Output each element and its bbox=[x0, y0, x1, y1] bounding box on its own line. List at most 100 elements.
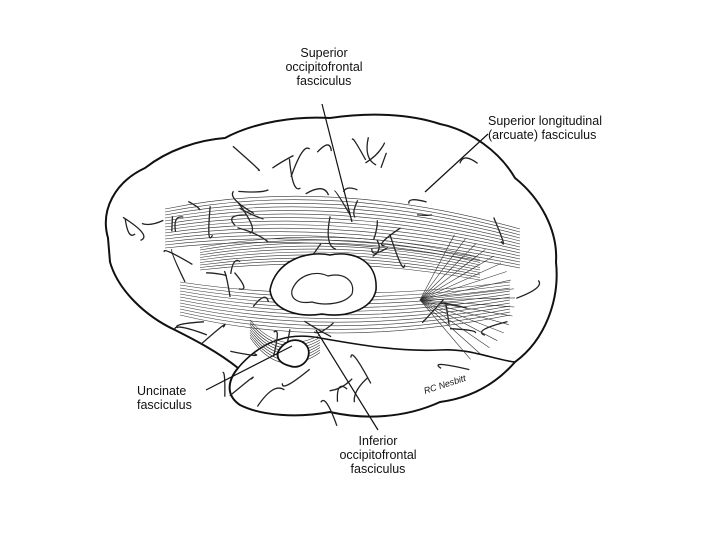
fiber-strand bbox=[164, 227, 521, 257]
leader-line-iof bbox=[315, 329, 379, 431]
fiber-strand bbox=[164, 195, 521, 230]
gyrus-sulcus bbox=[124, 218, 136, 236]
gyrus-sulcus bbox=[516, 279, 541, 299]
label-line: occipitofrontal bbox=[339, 448, 417, 462]
gyrus-sulcus bbox=[230, 350, 258, 357]
fiber-strand bbox=[164, 224, 521, 254]
gyrus-sulcus bbox=[288, 158, 301, 190]
gyrus-sulcus bbox=[231, 190, 255, 215]
gyrus-sulcus bbox=[222, 371, 226, 397]
fiber-strand bbox=[164, 210, 521, 242]
fiber-strand bbox=[419, 299, 509, 325]
fiber-strand bbox=[419, 271, 507, 301]
gyrus-sulcus bbox=[380, 152, 388, 169]
gyrus-sulcus bbox=[366, 137, 377, 166]
gyrus-sulcus bbox=[272, 154, 294, 169]
fiber-strand bbox=[164, 234, 521, 263]
gyrus-sulcus bbox=[200, 323, 226, 345]
gyrus-sulcus bbox=[381, 227, 401, 247]
fiber-strand bbox=[419, 263, 502, 301]
fiber-strand bbox=[164, 199, 521, 233]
leader-line-slf bbox=[424, 133, 489, 193]
fiber-strand bbox=[199, 239, 481, 261]
temporal-pole bbox=[276, 339, 310, 368]
label-inferior-occipitofrontal-fasciculus: Inferior occipitofrontal fasciculus bbox=[320, 434, 436, 476]
sylvian-boundary bbox=[237, 335, 516, 369]
label-superior-longitudinal-fasciculus: Superior longitudinal (arcuate) fascicul… bbox=[488, 114, 602, 142]
fiber-strand bbox=[164, 206, 521, 239]
gyrus-sulcus bbox=[327, 216, 337, 250]
fiber-strand bbox=[419, 299, 498, 341]
label-superior-occipitofrontal-fasciculus: Superior occipitofrontal fasciculus bbox=[266, 46, 382, 88]
fiber-strand bbox=[164, 203, 521, 236]
label-line: fasciculus bbox=[296, 74, 352, 88]
fiber-strand bbox=[419, 297, 516, 301]
fiber-strand bbox=[164, 220, 521, 251]
gyrus-sulcus bbox=[459, 157, 478, 164]
fiber-strand bbox=[164, 217, 521, 248]
label-line: Inferior bbox=[358, 434, 398, 448]
central-structure-inner bbox=[291, 272, 354, 305]
gyrus-sulcus bbox=[229, 376, 254, 397]
gyrus-sulcus bbox=[365, 142, 386, 164]
fiber-strand bbox=[419, 299, 481, 355]
gyrus-sulcus bbox=[408, 199, 427, 204]
gyrus-sulcus bbox=[445, 304, 450, 325]
gyrus-sulcus bbox=[305, 188, 330, 196]
fiber-strand bbox=[419, 288, 514, 301]
gyrus-sulcus bbox=[163, 250, 193, 265]
gyrus-sulcus bbox=[223, 270, 231, 298]
gyrus-sulcus bbox=[141, 219, 164, 226]
gyrus-sulcus bbox=[371, 247, 389, 254]
fiber-strand bbox=[419, 299, 515, 308]
gyrus-sulcus bbox=[256, 387, 285, 407]
gyrus-sulcus bbox=[333, 190, 351, 216]
fiber-strand bbox=[199, 242, 481, 263]
fiber-strand bbox=[419, 243, 477, 301]
fiber-strand bbox=[199, 248, 481, 268]
fiber-strand bbox=[419, 299, 513, 317]
label-line: (arcuate) fasciculus bbox=[488, 128, 597, 142]
fiber-strand bbox=[199, 236, 481, 258]
fiber-strand bbox=[179, 305, 511, 323]
gyrus-sulcus bbox=[372, 220, 379, 241]
gyrus-sulcus bbox=[449, 328, 477, 334]
gyrus-sulcus bbox=[238, 189, 269, 193]
gyrus-sulcus bbox=[281, 368, 311, 387]
gyrus-sulcus bbox=[232, 145, 260, 172]
label-line: occipitofrontal bbox=[285, 60, 363, 74]
fiber-strand bbox=[199, 251, 481, 271]
gyrus-sulcus bbox=[208, 206, 214, 239]
fiber-strand bbox=[419, 249, 486, 301]
fiber-strand bbox=[164, 242, 521, 269]
fiber-strand bbox=[419, 234, 455, 301]
fiber-strand bbox=[419, 238, 466, 301]
gyrus-sulcus bbox=[174, 326, 208, 336]
label-line: fasciculus bbox=[350, 462, 406, 476]
fiber-strand bbox=[199, 245, 481, 266]
fiber-strand bbox=[419, 299, 490, 348]
gyrus-sulcus bbox=[237, 227, 269, 243]
fiber-strand bbox=[179, 302, 511, 319]
fiber-strand bbox=[419, 299, 471, 360]
label-line: fasciculus bbox=[137, 398, 192, 412]
fiber-strand bbox=[164, 213, 521, 245]
gyrus-sulcus bbox=[122, 216, 145, 242]
gyrus-sulcus bbox=[174, 216, 184, 232]
leader-line-unc bbox=[205, 345, 293, 391]
label-uncinate-fasciculus: Uncinate fasciculus bbox=[137, 384, 192, 412]
gyrus-sulcus bbox=[316, 144, 332, 153]
leader-line-sof bbox=[321, 103, 353, 223]
fiber-strand bbox=[179, 314, 511, 334]
gyrus-sulcus bbox=[351, 138, 367, 161]
gyrus-sulcus bbox=[171, 248, 186, 283]
fiber-strand bbox=[179, 311, 511, 330]
label-line: Superior bbox=[300, 46, 348, 60]
gyrus-sulcus bbox=[336, 385, 348, 402]
central-structure bbox=[269, 253, 377, 316]
gyrus-sulcus bbox=[320, 399, 338, 427]
label-line: Uncinate bbox=[137, 384, 187, 398]
gyrus-sulcus bbox=[272, 330, 278, 357]
